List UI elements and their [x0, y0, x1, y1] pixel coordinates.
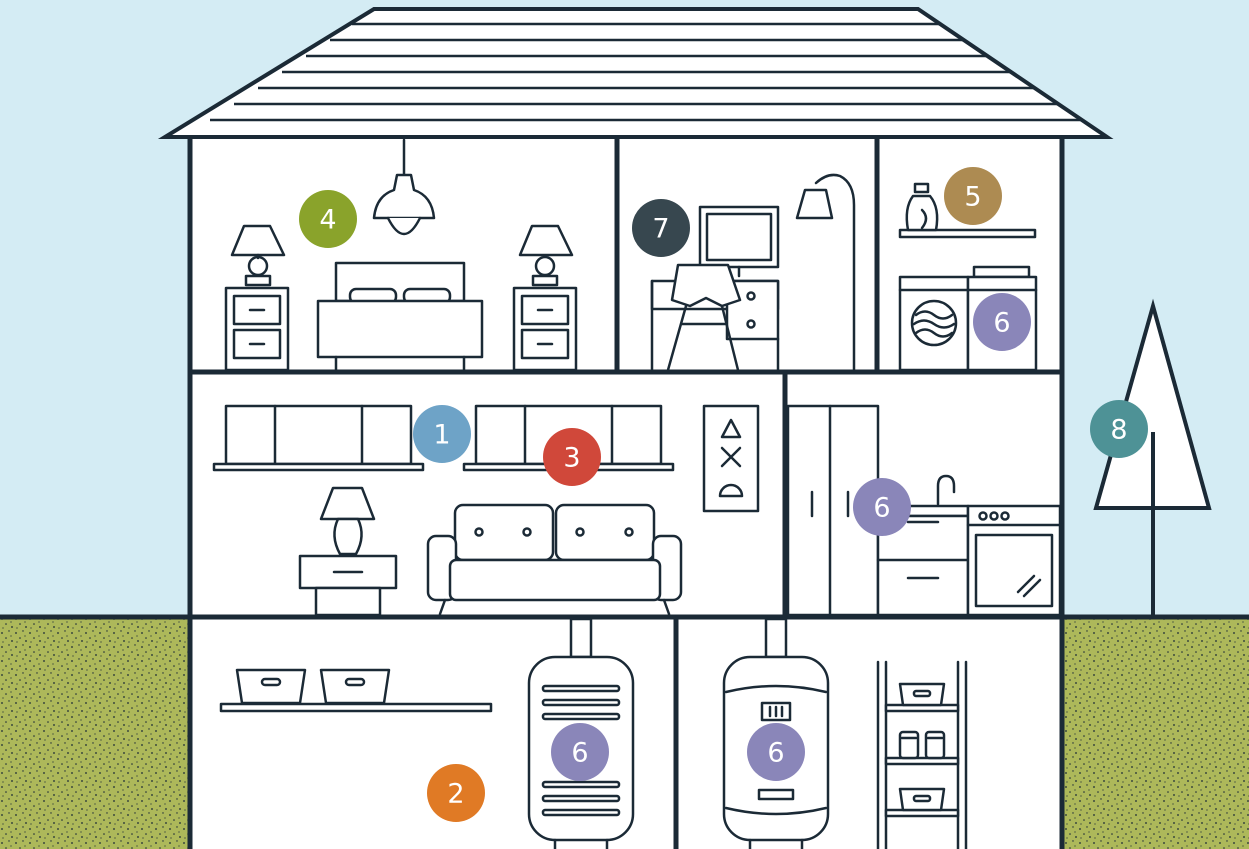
marker-1[interactable]: 1 — [413, 405, 471, 463]
marker-6-water-heater[interactable]: 6 — [551, 723, 609, 781]
marker-1-label: 1 — [433, 420, 450, 451]
marker-2[interactable]: 2 — [427, 764, 485, 822]
grass-left — [0, 617, 192, 849]
marker-8[interactable]: 8 — [1090, 400, 1148, 458]
oven-icon — [968, 506, 1060, 615]
basement-shelf — [221, 704, 491, 711]
washing-machine-icon — [900, 277, 968, 370]
marker-7[interactable]: 7 — [632, 199, 690, 257]
marker-8-label: 8 — [1110, 415, 1127, 446]
wall-art-icon — [704, 406, 758, 511]
marker-3[interactable]: 3 — [543, 428, 601, 486]
bed-icon — [318, 263, 482, 370]
marker-3-label: 3 — [563, 443, 580, 474]
bookshelf-icon — [214, 406, 423, 470]
marker-5[interactable]: 5 — [944, 167, 1002, 225]
marker-6-kitchen[interactable]: 6 — [853, 478, 911, 536]
marker-2-label: 2 — [447, 779, 464, 810]
nightstand-icon — [514, 288, 576, 370]
storage-bin-icon — [321, 670, 389, 703]
nightstand-icon — [226, 288, 288, 370]
marker-6-label: 6 — [571, 738, 588, 769]
marker-4-label: 4 — [319, 205, 336, 236]
marker-6-furnace[interactable]: 6 — [747, 723, 805, 781]
marker-4[interactable]: 4 — [299, 190, 357, 248]
storage-bin-icon — [237, 670, 305, 703]
marker-6-label: 6 — [767, 738, 784, 769]
marker-6-label: 6 — [993, 308, 1010, 339]
marker-7-label: 7 — [652, 214, 669, 245]
marker-5-label: 5 — [964, 182, 981, 213]
marker-6-label: 6 — [873, 493, 890, 524]
grass-right — [1062, 617, 1249, 849]
marker-6-laundry[interactable]: 6 — [973, 293, 1031, 351]
